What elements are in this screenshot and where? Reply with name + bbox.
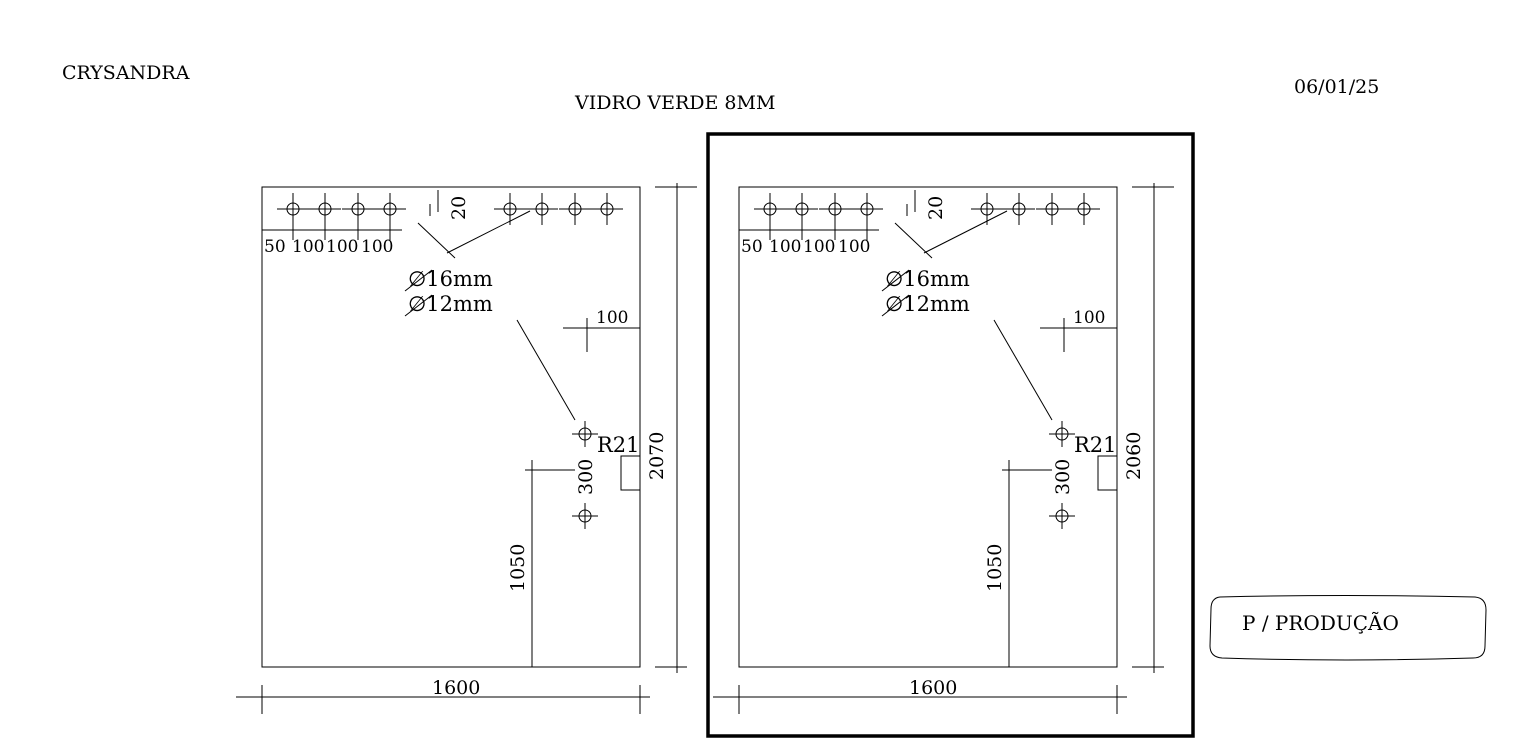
top-offset-label: 20 — [448, 196, 470, 220]
hole-marker — [572, 421, 598, 447]
diameter-leader-right — [446, 210, 531, 254]
hole-spacing-label: 50 — [264, 237, 286, 257]
radius-label: R21 — [1074, 433, 1117, 457]
hole-marker — [572, 503, 598, 529]
side-notch — [620, 455, 640, 491]
glass-outline — [261, 186, 641, 668]
production-stamp: P / PRODUÇÃO — [1209, 595, 1487, 661]
diameter-12-leader — [516, 319, 576, 421]
selection-frame — [706, 132, 1195, 738]
diameter-12-slash — [881, 294, 910, 317]
hole-marker — [819, 193, 851, 225]
overall-width-label: 1600 — [432, 677, 480, 699]
hole-marker — [277, 193, 309, 225]
stamp-outline — [1209, 595, 1487, 661]
top-offset-label: 20 — [925, 196, 947, 220]
overall-height-label: 2070 — [646, 432, 668, 480]
hole-marker — [851, 193, 883, 225]
overall-width-label: 1600 — [909, 677, 957, 699]
radius-label: R21 — [597, 433, 640, 457]
document-title: VIDRO VERDE 8MM — [575, 92, 776, 114]
glass-outline — [738, 186, 1118, 668]
vertical-spacing-label: 300 — [1052, 459, 1074, 495]
diameter-16-label: ∅16mm — [885, 267, 970, 291]
stamp-label: P / PRODUÇÃO — [1242, 611, 1399, 635]
hole-marker — [1036, 193, 1068, 225]
side-notch — [1097, 455, 1117, 491]
edge-offset-label: 100 — [596, 308, 628, 328]
diameter-16-slash — [404, 269, 433, 292]
hole-marker — [1003, 193, 1035, 225]
hole-marker — [1068, 193, 1100, 225]
diameter-16-label: ∅16mm — [408, 267, 493, 291]
diameter-12-label: ∅12mm — [885, 292, 970, 316]
document-date: 06/01/25 — [1294, 76, 1380, 98]
hole-marker — [971, 193, 1003, 225]
hole-spacing-label: 100 — [838, 237, 870, 257]
diameter-12-leader — [993, 319, 1053, 421]
hole-marker — [342, 193, 374, 225]
diameter-leader-right — [923, 210, 1008, 254]
vertical-spacing-label: 300 — [575, 459, 597, 495]
hole-marker — [494, 193, 526, 225]
hole-marker — [309, 193, 341, 225]
overall-height-label: 2060 — [1123, 432, 1145, 480]
hole-marker — [754, 193, 786, 225]
diameter-leader-left — [894, 222, 933, 259]
hole-spacing-label: 100 — [803, 237, 835, 257]
floor-height-label: 1050 — [984, 544, 1006, 592]
diameter-12-label: ∅12mm — [408, 292, 493, 316]
hole-marker — [1049, 421, 1075, 447]
hole-marker — [374, 193, 406, 225]
diameter-leader-left — [417, 222, 456, 259]
hole-spacing-label: 100 — [361, 237, 393, 257]
client-name: CRYSANDRA — [62, 62, 190, 84]
hole-marker — [786, 193, 818, 225]
hole-spacing-label: 50 — [741, 237, 763, 257]
diameter-16-slash — [881, 269, 910, 292]
hole-marker — [526, 193, 558, 225]
diameter-12-slash — [404, 294, 433, 317]
floor-height-label: 1050 — [507, 544, 529, 592]
hole-marker — [591, 193, 623, 225]
hole-marker — [559, 193, 591, 225]
hole-marker — [1049, 503, 1075, 529]
edge-offset-label: 100 — [1073, 308, 1105, 328]
hole-spacing-label: 100 — [769, 237, 801, 257]
hole-spacing-label: 100 — [326, 237, 358, 257]
hole-spacing-label: 100 — [292, 237, 324, 257]
